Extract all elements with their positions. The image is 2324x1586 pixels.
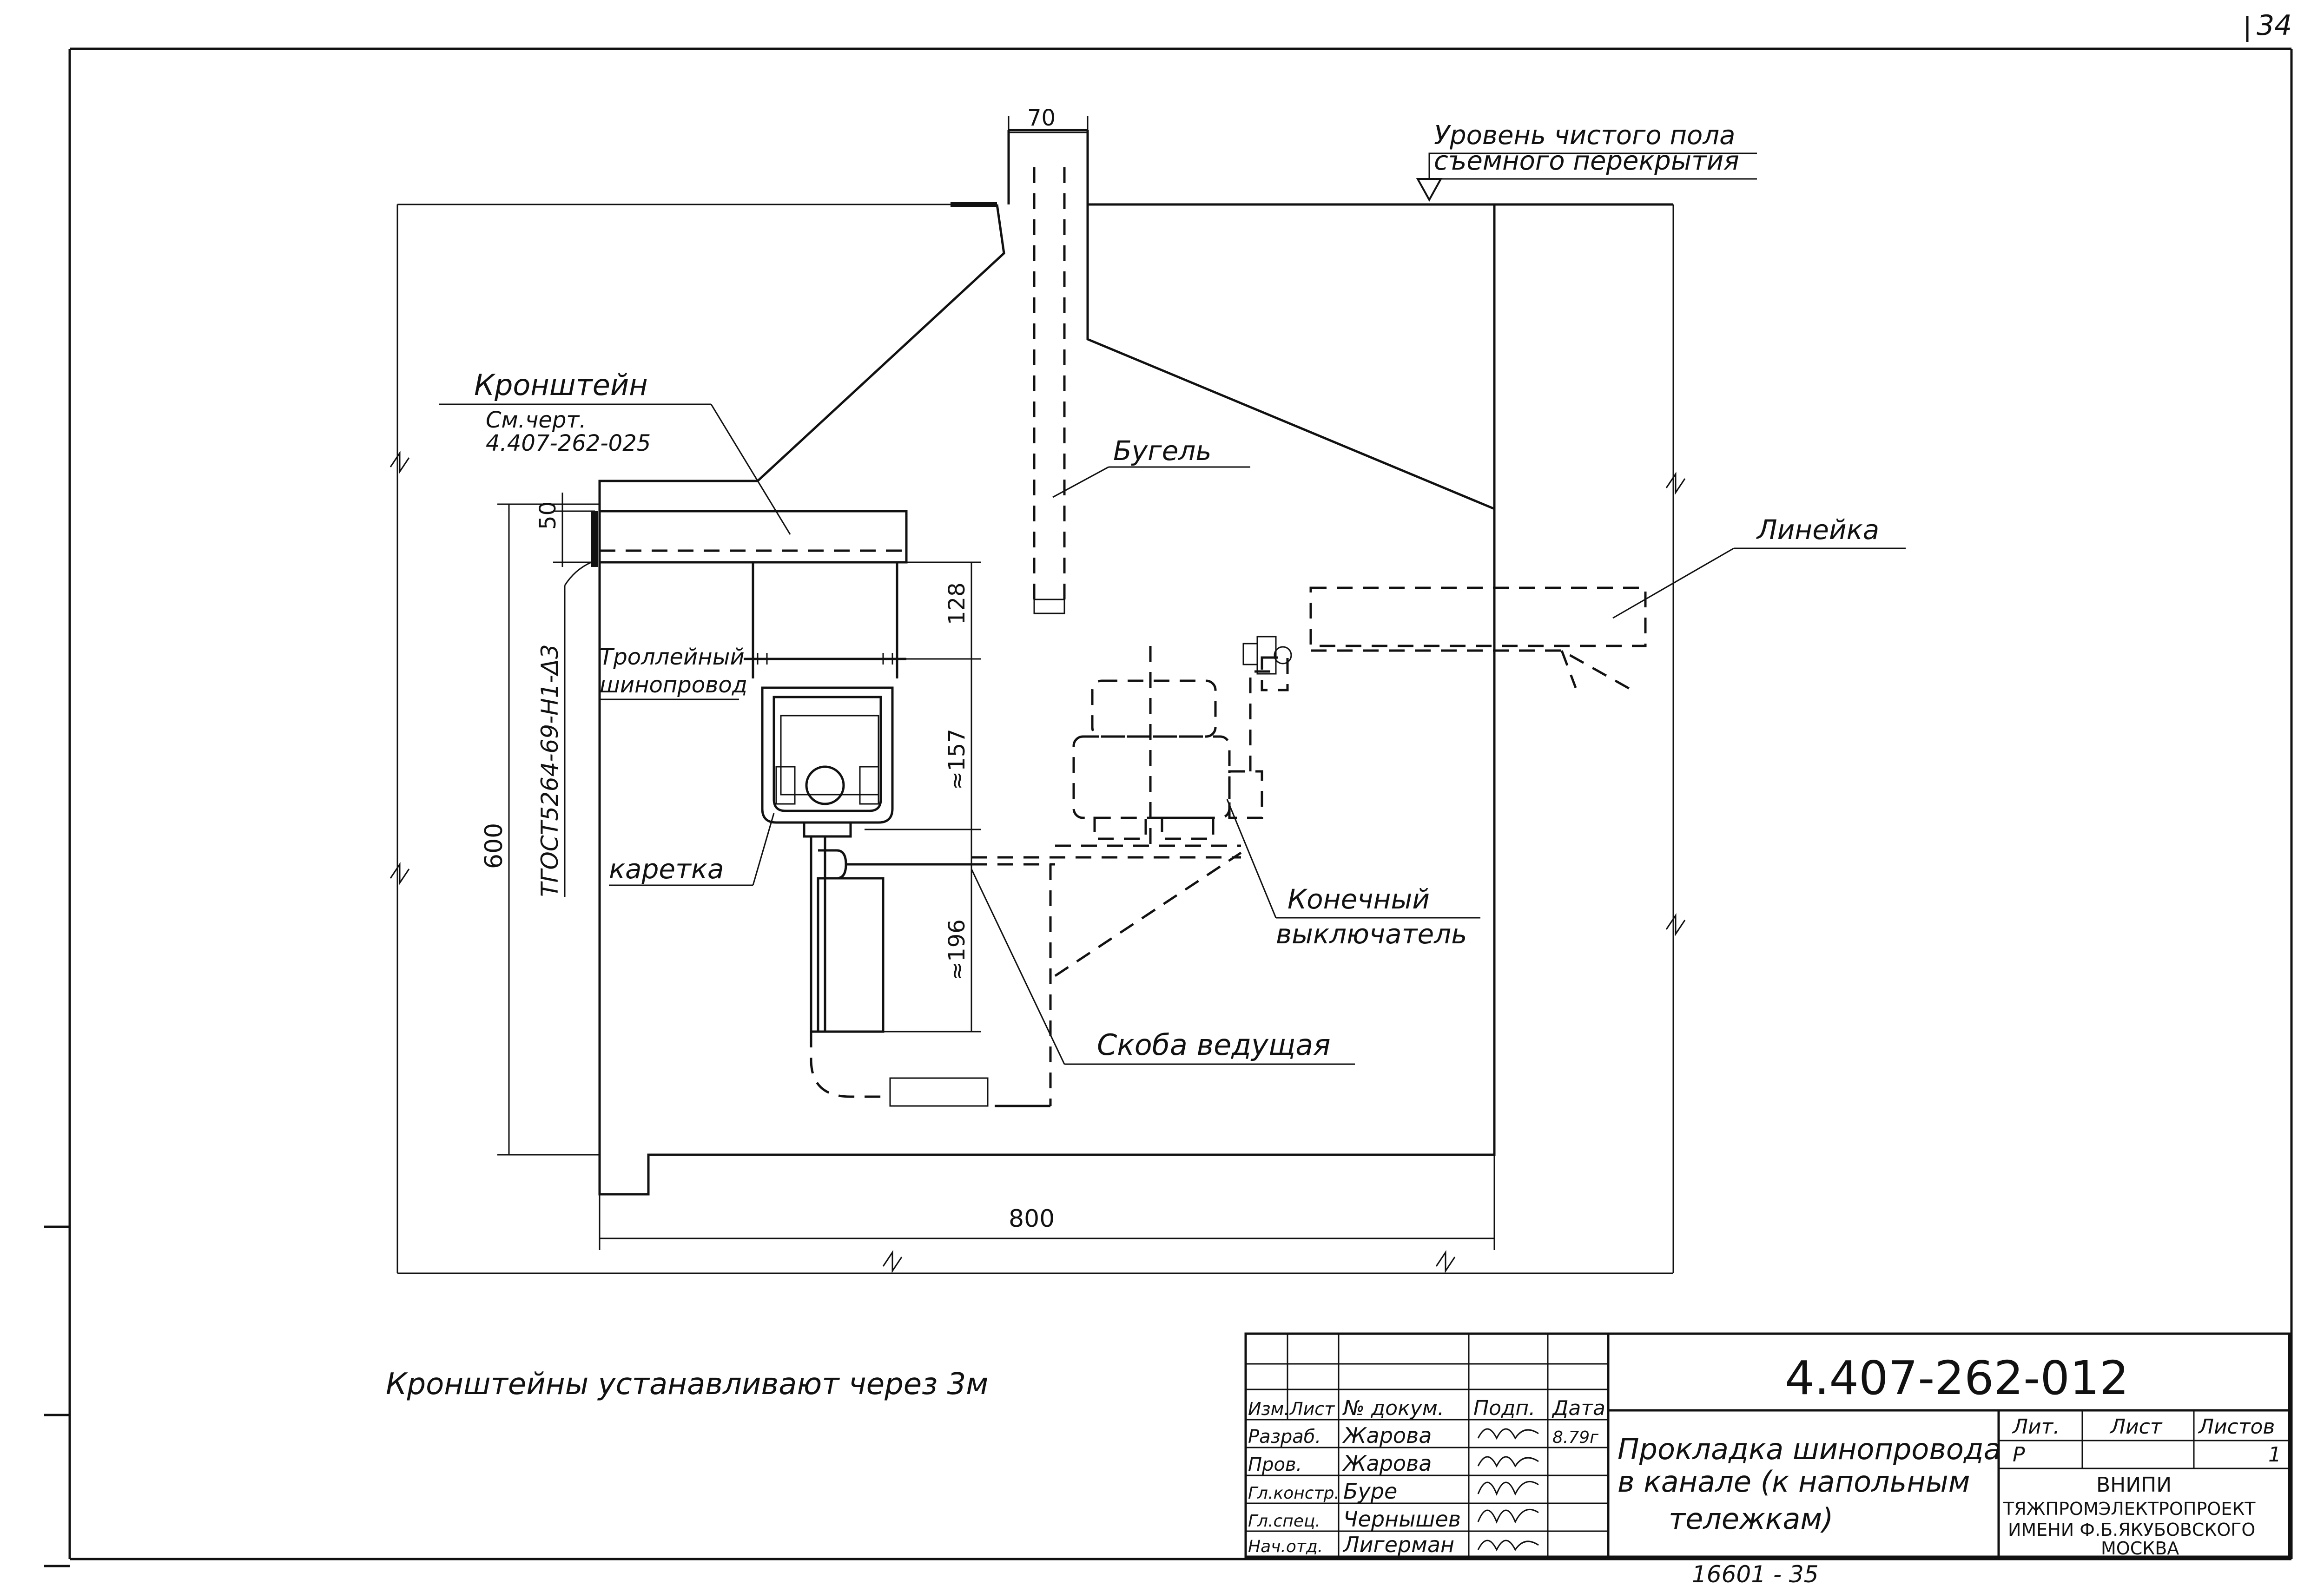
organization: ВНИПИ ТЯЖПРОМЭЛЕКТРОПРОЕКТ ИМЕНИ Ф.Б.ЯКУ… <box>2003 1473 2256 1559</box>
dimension-overall-width: 800 <box>599 1155 1495 1250</box>
ruler <box>1242 586 1647 694</box>
svg-text:≈196: ≈196 <box>944 919 970 981</box>
svg-text:Дата: Дата <box>1552 1396 1605 1420</box>
svg-text:8.79г: 8.79г <box>1552 1428 1599 1447</box>
svg-text:600: 600 <box>480 823 508 869</box>
svg-text:тележкам): тележкам) <box>1669 1502 1833 1536</box>
svg-text:≈157: ≈157 <box>944 729 970 790</box>
drawing-title: Прокладка шинопровода в канале (к наполь… <box>1618 1432 2001 1536</box>
svg-text:50: 50 <box>535 501 561 530</box>
svg-text:каретка: каретка <box>609 853 724 885</box>
weld-note: ТГОСТ5264-69-Н1-Δ3 <box>536 559 598 897</box>
title-block-headers: Изм. Лист № докум. Подп. Дата <box>1248 1396 1605 1420</box>
svg-text:Троллейный: Троллейный <box>600 644 745 670</box>
svg-text:Гл.констр.: Гл.констр. <box>1248 1484 1340 1503</box>
svg-text:Прокладка шинопровода: Прокладка шинопровода <box>1618 1432 2001 1466</box>
svg-text:Жарова: Жарова <box>1342 1423 1432 1448</box>
title-block-rows: Разраб. Жарова 8.79г Пров. Жарова Гл.кон… <box>1248 1423 1599 1557</box>
svg-text:Нач.отд.: Нач.отд. <box>1248 1537 1323 1556</box>
trolley-busbar <box>744 653 906 838</box>
carriage-callout: каретка <box>609 813 775 886</box>
floor-level-label-line1: Уровень чистого пола <box>1434 120 1735 151</box>
extension-lines <box>396 204 1674 1274</box>
floor-level-label-line2: съемного перекрытия <box>1434 146 1739 176</box>
svg-text:Чернышев: Чернышев <box>1343 1507 1461 1532</box>
bottom-stamp: 16601 - 35 <box>1692 1561 1819 1586</box>
installation-note: Кронштейны устанавливают через 3м <box>386 1367 988 1402</box>
svg-text:Лист: Лист <box>2109 1415 2163 1439</box>
drive-bracket-callout: Скоба ведущая <box>971 869 1355 1065</box>
dimension-top-width: 70 <box>1008 105 1089 139</box>
svg-text:Линейка: Линейка <box>1756 514 1879 546</box>
svg-text:Листов: Листов <box>2198 1415 2275 1439</box>
limit-switch-callout: Конечный выключатель <box>1226 799 1480 950</box>
svg-text:в канале (к напольным: в канале (к напольным <box>1618 1465 1970 1499</box>
bracket-ref-line2: 4.407-262-025 <box>486 430 651 456</box>
svg-text:Пров.: Пров. <box>1248 1454 1302 1475</box>
svg-text:ВНИПИ: ВНИПИ <box>2096 1473 2172 1497</box>
svg-text:Скоба ведущая: Скоба ведущая <box>1097 1028 1331 1062</box>
sheet-frame <box>44 47 2293 1567</box>
svg-text:Бугель: Бугель <box>1113 435 1212 467</box>
svg-text:ИМЕНИ Ф.Б.ЯКУБОВСКОГО: ИМЕНИ Ф.Б.ЯКУБОВСКОГО <box>2008 1520 2255 1540</box>
bracket-callout: Кронштейн См.черт. 4.407-262-025 <box>439 368 791 535</box>
svg-text:выключатель: выключатель <box>1276 918 1467 950</box>
svg-text:128: 128 <box>944 582 970 625</box>
svg-text:Конечный: Конечный <box>1287 883 1430 915</box>
dimension-vertical-chain: 128 ≈157 ≈196 <box>865 561 981 1033</box>
bracket-label: Кронштейн <box>474 368 648 402</box>
dimension-bracket-gap: 50 <box>535 493 595 567</box>
svg-text:Гл.спец.: Гл.спец. <box>1248 1512 1320 1531</box>
svg-text:№ докум.: № докум. <box>1342 1396 1444 1420</box>
limit-switch <box>1072 646 1274 846</box>
bracket-ref-line1: См.черт. <box>486 407 587 433</box>
svg-text:Подп.: Подп. <box>1473 1396 1535 1420</box>
ruler-callout: Линейка <box>1612 514 1906 619</box>
stirrup <box>971 167 1242 1107</box>
carriage-lower <box>810 835 989 1107</box>
stirrup-callout: Бугель <box>1052 435 1250 498</box>
bracket <box>591 510 908 678</box>
svg-text:Разраб.: Разраб. <box>1248 1426 1321 1448</box>
break-marks <box>390 451 1686 1273</box>
sheet-info: Лит. Лист Листов Р 1 <box>2012 1415 2281 1467</box>
svg-text:МОСКВА: МОСКВА <box>2101 1538 2179 1559</box>
signatures <box>1477 1428 1539 1552</box>
page-number: 34 <box>2257 9 2292 42</box>
svg-text:Р: Р <box>2013 1443 2025 1467</box>
document-number: 4.407-262-012 <box>1785 1351 2129 1405</box>
svg-text:1: 1 <box>2268 1443 2281 1467</box>
svg-text:Лит.: Лит. <box>2012 1415 2060 1439</box>
svg-text:800: 800 <box>1009 1205 1055 1233</box>
floor-level-marker: Уровень чистого пола съемного перекрытия <box>1416 120 1757 202</box>
trolley-busbar-callout: Троллейный шинопровод <box>600 644 747 700</box>
svg-text:Лист: Лист <box>1289 1399 1335 1419</box>
svg-text:шинопровод: шинопровод <box>600 672 747 698</box>
svg-text:ТГОСТ5264-69-Н1-Δ3: ТГОСТ5264-69-Н1-Δ3 <box>536 644 563 897</box>
svg-text:ТЯЖПРОМЭЛЕКТРОПРОЕКТ: ТЯЖПРОМЭЛЕКТРОПРОЕКТ <box>2003 1499 2256 1519</box>
svg-text:Жарова: Жарова <box>1342 1451 1432 1476</box>
svg-text:70: 70 <box>1027 105 1056 131</box>
title-block <box>1244 1332 2291 1558</box>
svg-text:Буре: Буре <box>1343 1479 1397 1504</box>
svg-text:Изм.: Изм. <box>1248 1399 1289 1419</box>
dimension-overall-height: 600 <box>480 504 510 1155</box>
svg-text:Лигерман: Лигерман <box>1342 1532 1454 1557</box>
